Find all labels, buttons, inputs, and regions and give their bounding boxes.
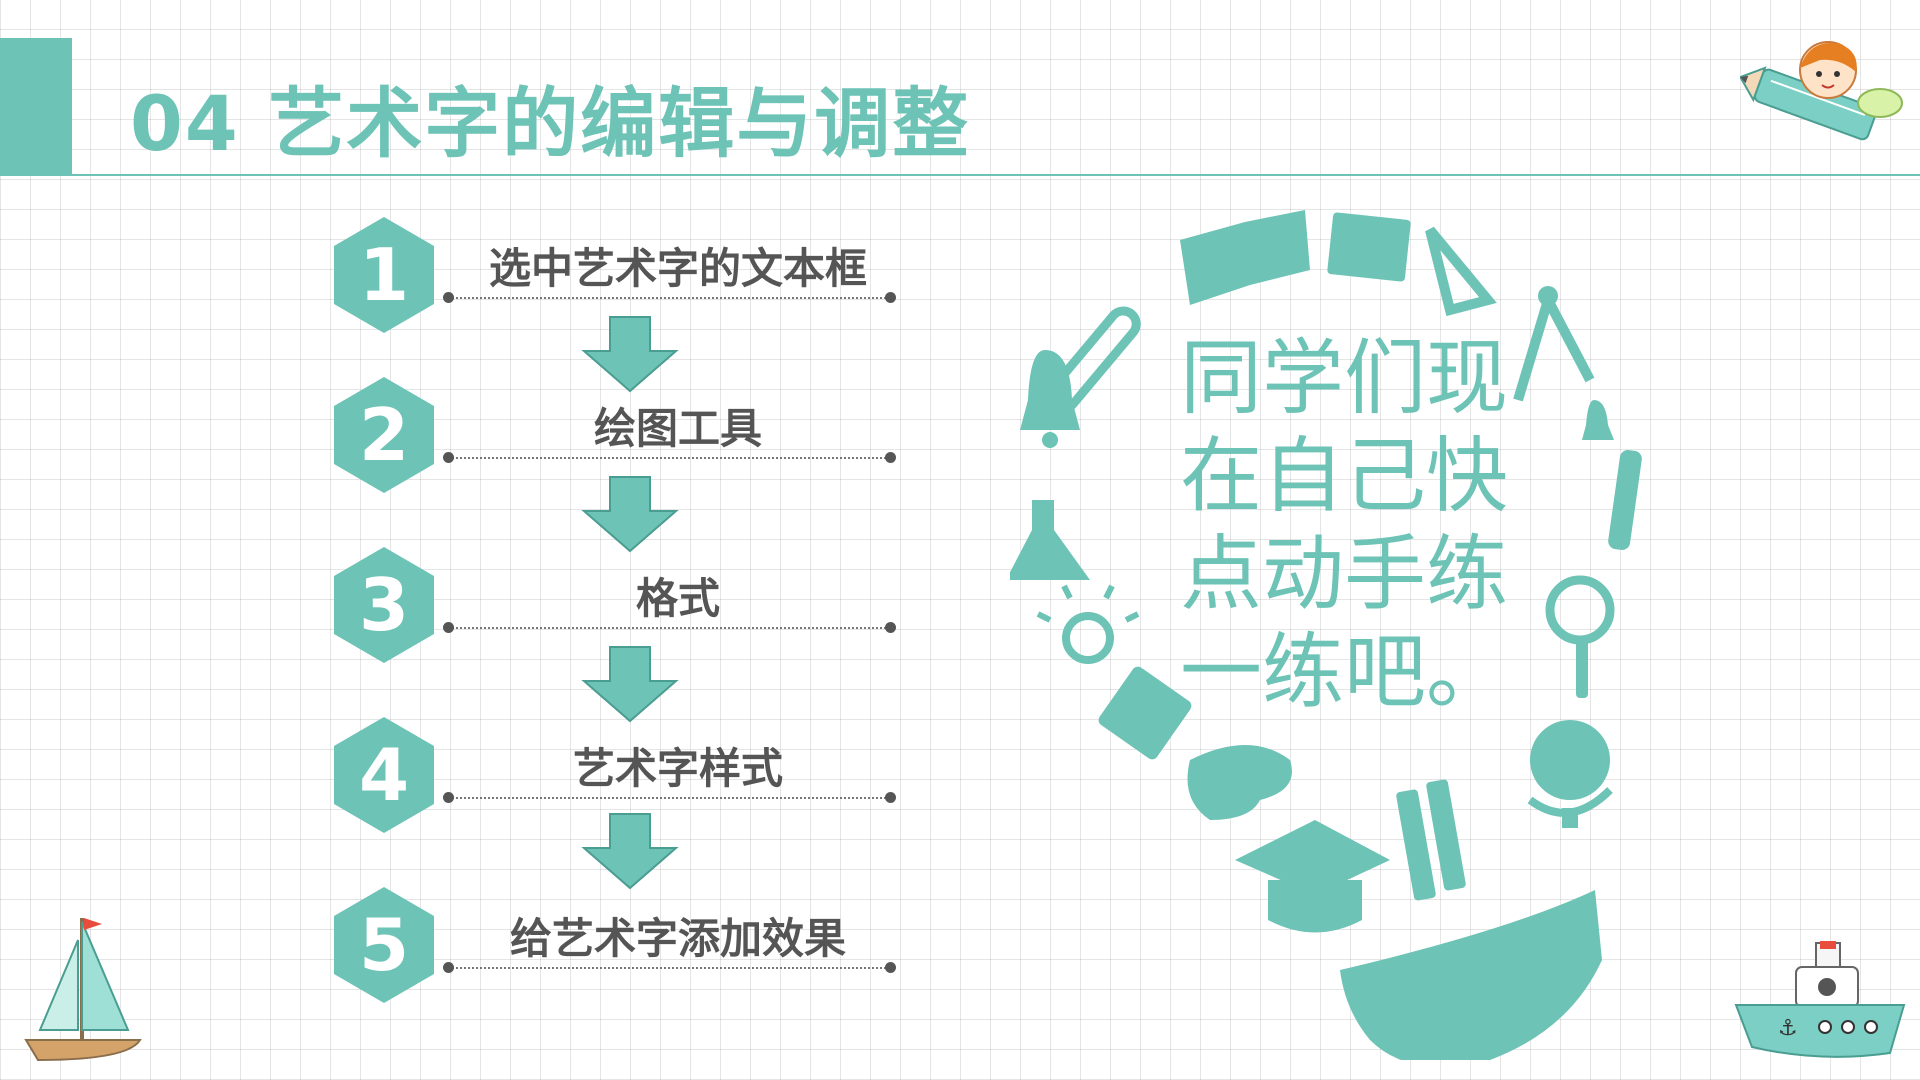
step-number: 3 — [358, 563, 410, 647]
step-label: 绘图工具 — [593, 404, 762, 453]
line-end-dot — [443, 792, 454, 803]
hexagon-badge — [334, 887, 434, 1003]
graduation-cap-icon — [1235, 820, 1390, 933]
calculator-icon — [1098, 666, 1192, 760]
magnifier-icon — [1545, 575, 1615, 698]
hexagon-badge — [334, 547, 434, 663]
step-underline — [448, 457, 890, 459]
hexagon-badge — [334, 377, 434, 493]
line-end-dot — [885, 622, 896, 633]
compass-icon — [1513, 286, 1595, 402]
step-label: 选中艺术字的文本框 — [488, 244, 867, 293]
flask-icon — [1010, 500, 1090, 580]
step-label: 格式 — [635, 574, 720, 623]
step-label: 给艺术字添加效果 — [509, 914, 846, 963]
hexagon-badge — [334, 217, 434, 333]
svg-text:⚓: ⚓ — [1778, 1016, 1798, 1041]
step-underline — [448, 797, 890, 799]
hexagon-badge — [334, 717, 434, 833]
line-end-dot — [443, 292, 454, 303]
down-arrow-icon — [581, 316, 679, 393]
line-end-dot — [443, 452, 454, 463]
down-arrow-icon — [581, 476, 679, 553]
light-bulb-icon-collage — [1010, 210, 1642, 1060]
step-5: 5 给艺术字添加效果 — [330, 885, 910, 1015]
notepad-icon — [1327, 212, 1411, 282]
pencils-icon — [1396, 779, 1466, 901]
step-underline — [448, 627, 890, 629]
down-arrow-icon — [581, 646, 679, 723]
pen-icon — [1608, 449, 1642, 551]
light-bulb-icon — [1036, 584, 1140, 664]
bell-icon-small — [1582, 400, 1614, 440]
step-number: 4 — [358, 733, 410, 817]
globe-icon — [1527, 720, 1613, 828]
down-arrow-icon — [581, 813, 679, 890]
line-end-dot — [443, 962, 454, 973]
palette-icon — [1187, 745, 1292, 820]
step-label: 艺术字样式 — [572, 744, 783, 793]
sailboat-illustration — [24, 918, 142, 1062]
title-accent-bar — [0, 38, 72, 176]
bulb-message: 同学们现在自己快点动手练一练吧。 — [1180, 331, 1509, 720]
step-2: 2 绘图工具 — [330, 375, 910, 505]
line-end-dot — [443, 622, 454, 633]
ship-illustration: ⚓ — [1734, 941, 1906, 1058]
step-3: 3 格式 — [330, 545, 910, 675]
step-underline — [448, 967, 890, 969]
line-end-dot — [885, 452, 896, 463]
page-title: 04 艺术字的编辑与调整 — [130, 79, 971, 168]
step-number: 2 — [358, 393, 410, 477]
line-end-dot — [885, 292, 896, 303]
line-end-dot — [885, 962, 896, 973]
line-end-dot — [885, 792, 896, 803]
girl-pencil-illustration — [1740, 41, 1903, 141]
title-underline — [0, 174, 1920, 176]
step-number: 1 — [358, 233, 410, 317]
step-underline — [448, 297, 890, 299]
book-icon — [1180, 210, 1310, 305]
step-1: 1 选中艺术字的文本框 — [330, 215, 910, 345]
step-number: 5 — [358, 903, 410, 987]
bell-icon — [1020, 350, 1080, 448]
step-4: 4 艺术字样式 — [330, 715, 910, 845]
triangle-ruler-icon — [1425, 226, 1497, 317]
bulb-base — [1340, 890, 1602, 1060]
